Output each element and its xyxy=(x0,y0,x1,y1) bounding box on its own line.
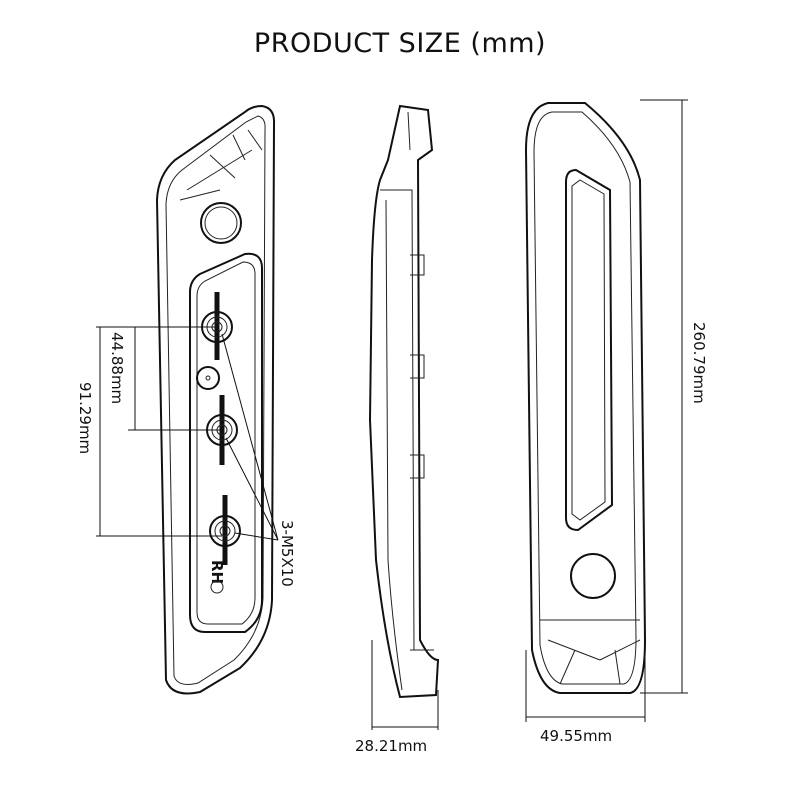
mounting-hole-1 xyxy=(201,292,233,360)
rh-marking: RH xyxy=(208,560,226,584)
dim-44-88: 44.88mm xyxy=(108,332,126,404)
dim-260-79: 260.79mm xyxy=(690,322,708,404)
dim-91-29: 91.29mm xyxy=(76,382,94,454)
side-view xyxy=(368,104,440,730)
page-title: PRODUCT SIZE (mm) xyxy=(253,28,547,59)
screw-spec-label: 3-M5X10 xyxy=(278,520,296,587)
dim-49-55: 49.55mm xyxy=(540,727,612,745)
front-view: RH xyxy=(96,104,279,695)
dim-28-21: 28.21mm xyxy=(355,737,427,755)
face-view xyxy=(524,99,688,722)
mounting-hole-3 xyxy=(209,495,241,565)
